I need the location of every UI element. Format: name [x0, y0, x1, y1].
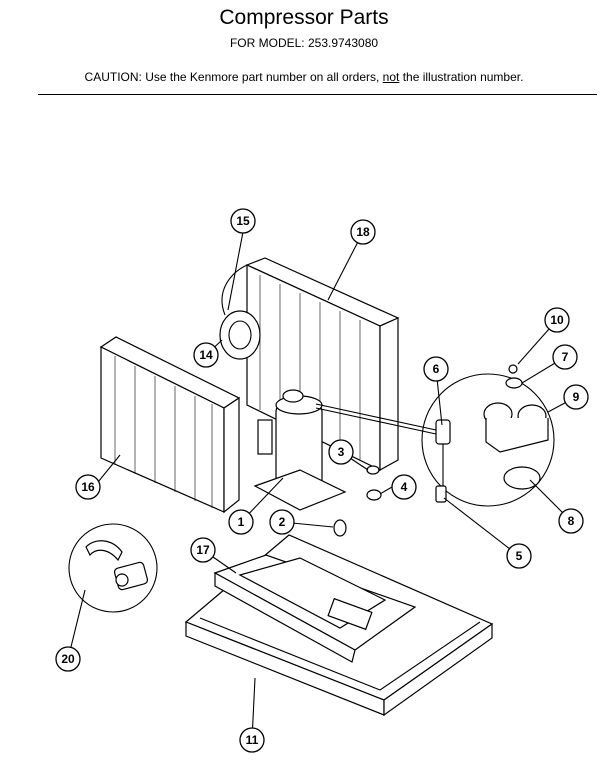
callout-8: 8	[558, 508, 584, 534]
svg-text:9: 9	[573, 390, 580, 404]
callout-1: 1	[228, 509, 254, 535]
svg-text:8: 8	[568, 514, 575, 528]
detail-circle-capacitor	[68, 523, 158, 613]
compressor-bracket	[213, 554, 417, 663]
callout-9: 9	[563, 384, 589, 410]
svg-text:20: 20	[61, 652, 75, 666]
evaporator-coil	[99, 336, 241, 514]
svg-text:10: 10	[550, 313, 564, 327]
callout-20: 20	[55, 646, 81, 672]
svg-text:11: 11	[246, 733, 259, 747]
caution-text-suffix: the illustration number.	[399, 70, 524, 84]
callout-14: 14	[193, 342, 219, 368]
compressor	[253, 389, 437, 511]
svg-text:17: 17	[196, 543, 210, 557]
callout-5: 5	[506, 543, 532, 569]
svg-text:5: 5	[516, 549, 523, 563]
callout-17: 17	[190, 537, 216, 563]
svg-text:3: 3	[338, 445, 345, 459]
callout-6: 6	[423, 356, 449, 382]
callout-7: 7	[552, 344, 578, 370]
caution-emphasis: not	[382, 70, 400, 84]
svg-text:14: 14	[199, 348, 213, 362]
callout-18: 18	[350, 219, 376, 245]
model-number: 253.9743080	[307, 36, 379, 50]
caution-note: CAUTION: Use the Kenmore part number on …	[0, 70, 608, 84]
page-title: Compressor Parts	[219, 6, 389, 29]
caution-text-prefix: CAUTION: Use the Kenmore part number on …	[84, 70, 383, 84]
detail-circle-overload	[421, 364, 555, 507]
svg-text:16: 16	[81, 480, 95, 494]
callout-2: 2	[269, 509, 295, 535]
model-label: FOR MODEL:	[229, 36, 305, 50]
callout-15: 15	[230, 208, 256, 234]
svg-text:2: 2	[279, 515, 286, 529]
svg-text:4: 4	[401, 480, 408, 494]
callout-4: 4	[391, 474, 417, 500]
svg-text:15: 15	[236, 214, 250, 228]
callout-16: 16	[75, 474, 101, 500]
grommet-part	[219, 264, 261, 360]
svg-text:1: 1	[238, 515, 245, 529]
callout-11: 11	[239, 727, 265, 753]
callout-10: 10	[544, 307, 570, 333]
svg-text:6: 6	[433, 362, 440, 376]
model-line: FOR MODEL: 253.9743080	[0, 36, 608, 50]
svg-text:18: 18	[356, 225, 370, 239]
callout-3: 3	[328, 439, 354, 465]
header-divider	[38, 94, 597, 95]
svg-text:7: 7	[562, 350, 569, 364]
small-grommets	[333, 465, 382, 537]
